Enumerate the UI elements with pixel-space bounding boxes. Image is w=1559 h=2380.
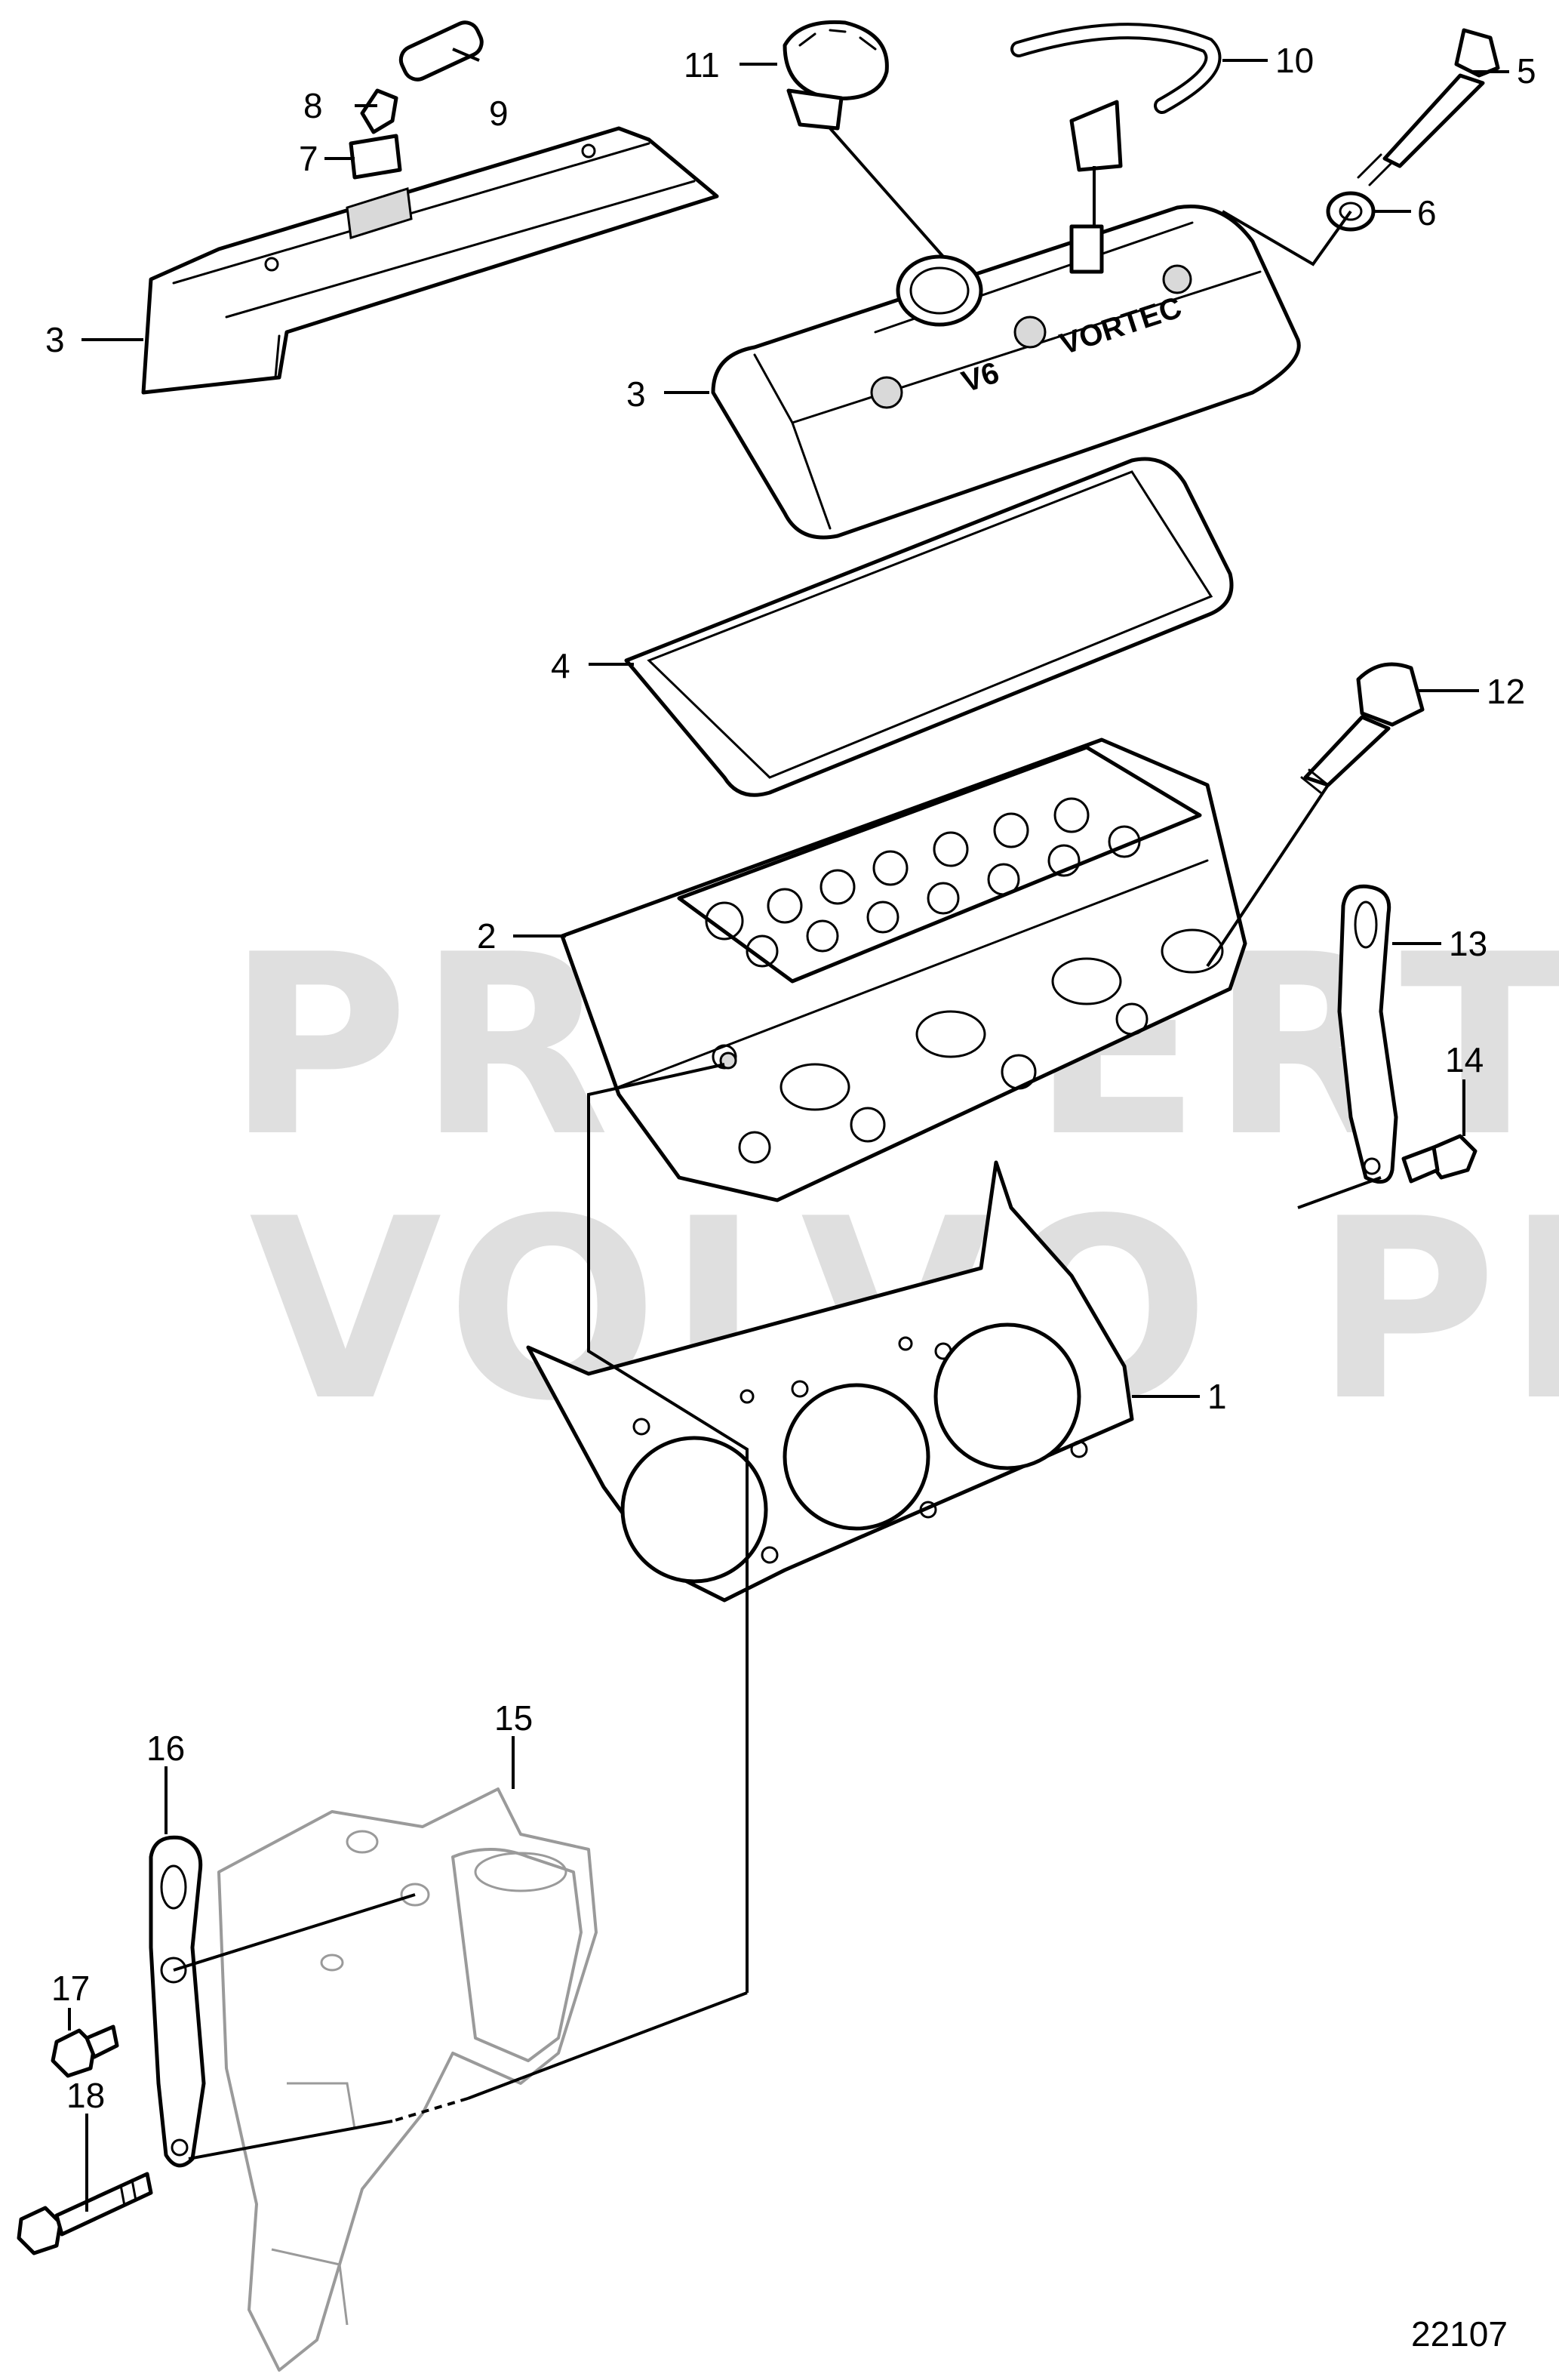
callout-4: 4 — [551, 646, 570, 685]
callout-8: 8 — [303, 86, 323, 125]
callout-6: 6 — [1417, 193, 1437, 232]
callout-11: 11 — [684, 45, 720, 85]
bolt-14 — [1401, 1134, 1478, 1184]
callout-9: 9 — [489, 94, 509, 133]
callout-12: 12 — [1487, 672, 1525, 711]
oil-filler-cap — [783, 20, 889, 131]
callout-5: 5 — [1517, 51, 1536, 91]
callout-18: 18 — [66, 2076, 105, 2115]
callout-1: 1 — [1207, 1377, 1227, 1416]
valve-cover-gasket — [624, 457, 1234, 797]
callout-7: 7 — [299, 139, 318, 178]
callout-3b: 3 — [626, 374, 646, 414]
lifting-bracket-16 — [149, 1835, 206, 2168]
callout-13: 13 — [1449, 924, 1487, 963]
engine-mount-15 — [217, 1787, 598, 2372]
callout-15: 15 — [494, 1698, 533, 1738]
leader-lines — [68, 48, 1509, 2212]
head-bolt-12 — [1300, 662, 1425, 794]
callout-2: 2 — [477, 916, 497, 956]
callout-numbers: 3 7 8 9 11 10 5 6 3 4 12 2 13 14 1 15 16… — [45, 41, 1536, 2115]
breather-fittings — [349, 20, 484, 180]
callout-17: 17 — [51, 1969, 90, 2008]
cylinder-head — [560, 737, 1247, 1202]
valve-cover-right: V6 VORTEC — [711, 204, 1301, 540]
bolt-17 — [51, 2024, 119, 2078]
callout-10: 10 — [1275, 41, 1314, 80]
callout-16: 16 — [146, 1729, 185, 1768]
bolt-18 — [17, 2172, 153, 2255]
head-gasket — [526, 1160, 1134, 1603]
valve-cover-left — [141, 126, 719, 395]
callout-3a: 3 — [45, 320, 65, 359]
drawing-number: 22107 — [1411, 2314, 1508, 2354]
callout-14: 14 — [1445, 1040, 1484, 1079]
bolt-5 — [1357, 28, 1500, 186]
breather-hose — [1010, 23, 1222, 172]
lifting-bracket-13 — [1337, 884, 1398, 1184]
